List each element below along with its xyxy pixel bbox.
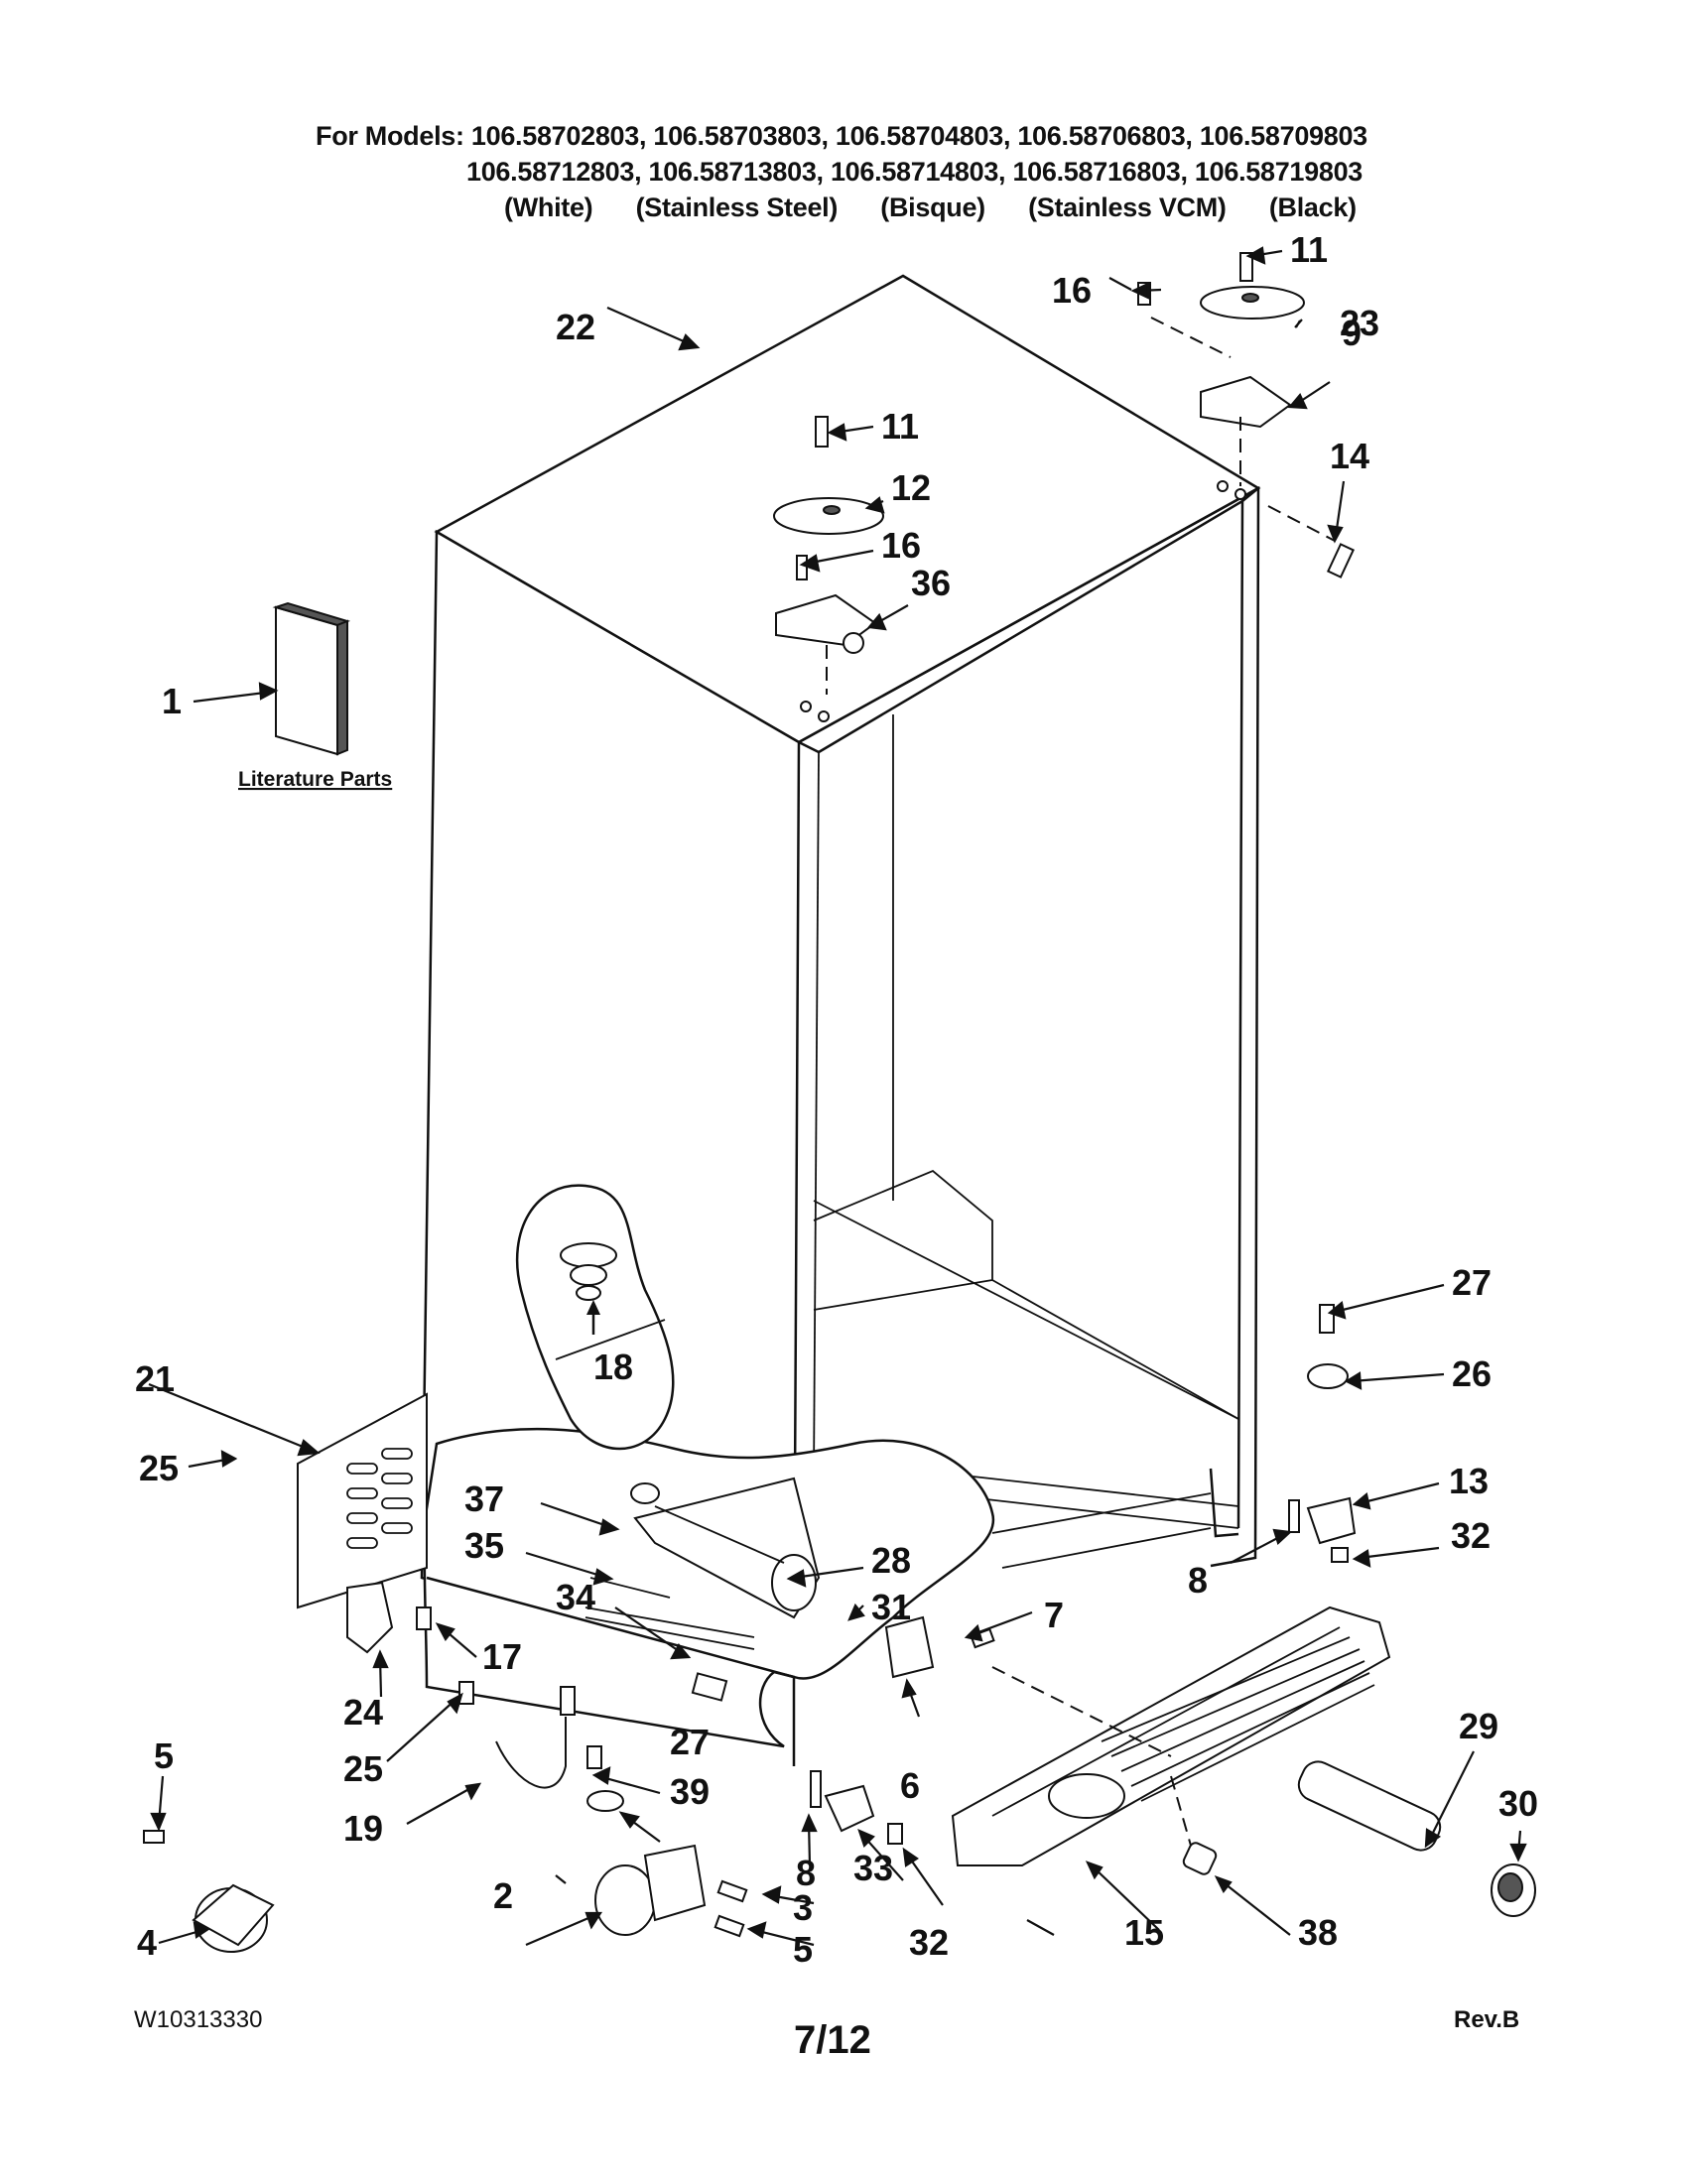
rear-grille xyxy=(297,1392,428,1609)
models-line-1: For Models: 106.58702803, 106.58703803, … xyxy=(316,121,1367,151)
callout-numbers: 1 2 3 4 5 5 6 7 8 8 9 11 11 12 13 14 15 … xyxy=(135,229,1538,1970)
callout-12: 12 xyxy=(891,467,931,508)
front-base-grille xyxy=(951,1606,1391,1866)
callout-32-bottom: 32 xyxy=(909,1922,949,1963)
callout-29: 29 xyxy=(1459,1706,1498,1746)
callout-5-bottom: 5 xyxy=(793,1929,813,1970)
callout-27-right: 27 xyxy=(1452,1262,1492,1303)
callout-32-right: 32 xyxy=(1451,1515,1491,1556)
callout-9: 9 xyxy=(1342,313,1362,353)
callout-34: 34 xyxy=(556,1577,595,1617)
page-number: 7/12 xyxy=(794,2018,871,2062)
callout-5-top: 5 xyxy=(154,1735,174,1776)
callout-30: 30 xyxy=(1498,1783,1538,1824)
callout-16-mid: 16 xyxy=(881,525,921,566)
misc-brackets xyxy=(346,1304,1357,1847)
literature-booklet xyxy=(272,601,351,756)
callout-37: 37 xyxy=(464,1478,504,1519)
model-colors-line: (White) (Stainless Steel) (Bisque) (Stai… xyxy=(504,193,1357,222)
literature-parts-label: Literature Parts xyxy=(238,768,392,791)
callout-27-bottom: 27 xyxy=(670,1722,710,1762)
bottom-hinge-roller xyxy=(143,1830,748,1953)
callout-22: 22 xyxy=(556,307,595,347)
upper-hinge-left xyxy=(773,416,884,722)
callout-18: 18 xyxy=(593,1347,633,1387)
bottom-cutaway xyxy=(423,1427,995,1766)
callout-7: 7 xyxy=(1044,1595,1064,1635)
revision-label: Rev.B xyxy=(1454,2006,1520,2033)
callout-39: 39 xyxy=(670,1771,710,1812)
callout-11-mid: 11 xyxy=(881,406,919,447)
callout-4: 4 xyxy=(137,1922,157,1963)
callout-6: 6 xyxy=(900,1765,920,1806)
callout-25-bottom: 25 xyxy=(343,1748,383,1789)
callout-17: 17 xyxy=(482,1636,522,1677)
callout-15: 15 xyxy=(1124,1912,1164,1953)
callout-31: 31 xyxy=(871,1587,911,1627)
callout-8-right: 8 xyxy=(1188,1560,1208,1601)
callout-24: 24 xyxy=(343,1692,383,1733)
callout-14: 14 xyxy=(1330,436,1369,476)
document-number: W10313330 xyxy=(134,2006,263,2033)
callout-25-left: 25 xyxy=(139,1448,179,1488)
callout-33: 33 xyxy=(853,1848,893,1888)
callout-23: 23 xyxy=(1340,303,1379,343)
leader-lines xyxy=(148,246,1527,1947)
callout-35: 35 xyxy=(464,1525,504,1566)
callout-19: 19 xyxy=(343,1808,383,1849)
callout-11-top: 11 xyxy=(1290,229,1328,270)
drain-detail-bubble xyxy=(516,1184,675,1451)
callout-8-left: 8 xyxy=(796,1853,816,1893)
callout-36: 36 xyxy=(911,563,951,603)
callout-21: 21 xyxy=(135,1358,175,1399)
upper-hinge-right xyxy=(1137,252,1356,578)
callout-28: 28 xyxy=(871,1540,911,1581)
callout-1: 1 xyxy=(162,681,182,721)
callout-26: 26 xyxy=(1452,1353,1492,1394)
callout-16-top: 16 xyxy=(1052,270,1092,311)
callout-13: 13 xyxy=(1449,1461,1489,1501)
callout-38: 38 xyxy=(1298,1912,1338,1953)
callout-3: 3 xyxy=(793,1887,813,1928)
models-line-2: 106.58712803, 106.58713803, 106.58714803… xyxy=(466,157,1363,187)
callout-2: 2 xyxy=(493,1875,513,1916)
